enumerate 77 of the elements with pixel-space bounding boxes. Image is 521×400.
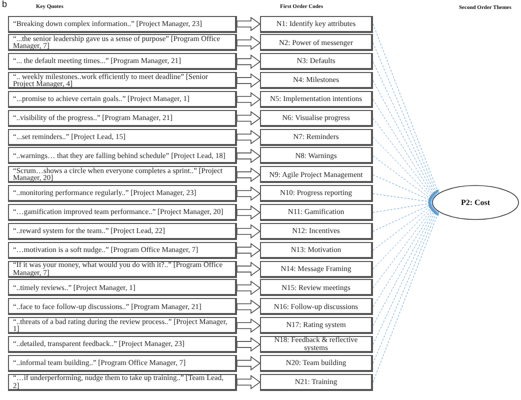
quote-box <box>8 185 237 202</box>
dashed-connector <box>372 204 433 232</box>
code-box <box>260 374 373 391</box>
code-box <box>260 110 373 127</box>
block-arrow <box>236 224 261 239</box>
quote-box <box>8 298 237 316</box>
quote-box <box>8 90 237 108</box>
dashed-connector <box>372 208 436 326</box>
block-arrow <box>236 148 261 164</box>
dashed-connector <box>372 207 435 307</box>
dashed-connector <box>372 136 434 200</box>
theme-ellipse <box>432 185 519 220</box>
quote-box <box>8 336 237 353</box>
code-box <box>260 128 373 146</box>
quote-box <box>8 110 237 127</box>
code-box <box>260 204 373 221</box>
quote-box <box>8 354 237 372</box>
code-box <box>260 147 373 164</box>
block-arrow <box>236 337 261 352</box>
code-box <box>260 166 373 184</box>
quote-box <box>8 16 237 32</box>
block-arrow <box>236 280 261 296</box>
dashed-connector <box>372 206 434 288</box>
block-arrow <box>236 318 261 333</box>
block-arrow <box>236 92 261 107</box>
quote-box <box>8 147 237 164</box>
quote-box <box>8 317 237 334</box>
code-box <box>260 354 373 372</box>
block-arrow <box>236 242 261 258</box>
dashed-connector <box>372 174 433 202</box>
dashed-connector <box>372 118 434 199</box>
quote-box <box>8 128 237 146</box>
block-arrow <box>236 356 261 371</box>
block-arrow <box>236 186 261 201</box>
dashed-connector <box>372 202 432 213</box>
dashed-connector <box>372 99 434 198</box>
block-arrow <box>236 262 261 276</box>
code-box <box>260 222 373 240</box>
panel-letter: b <box>2 0 8 10</box>
code-box <box>260 72 373 90</box>
quote-box <box>8 204 237 221</box>
block-arrow <box>236 73 261 88</box>
quote-box <box>8 374 237 391</box>
dashed-connector <box>372 193 432 203</box>
block-arrow <box>236 205 261 220</box>
code-box <box>260 185 373 202</box>
block-arrow <box>236 54 261 69</box>
code-box <box>260 317 373 334</box>
quote-box <box>8 72 237 90</box>
code-box <box>260 336 373 353</box>
quote-box <box>8 166 237 184</box>
code-box <box>260 298 373 316</box>
code-box <box>260 16 373 32</box>
code-box <box>260 279 373 296</box>
dashed-connector <box>372 206 434 270</box>
quote-box <box>8 222 237 240</box>
code-box <box>260 34 373 52</box>
quote-box <box>8 242 237 259</box>
code-box <box>260 90 373 108</box>
dashed-connector <box>372 204 433 250</box>
block-arrow <box>236 16 261 32</box>
quote-box <box>8 260 237 278</box>
code-box <box>260 53 373 70</box>
theme-label: P2: Cost <box>460 198 490 207</box>
block-arrow <box>236 299 261 314</box>
dashed-connector <box>372 80 436 197</box>
quote-box <box>8 34 237 52</box>
block-arrow <box>236 130 261 144</box>
block-arrow <box>236 110 261 126</box>
block-arrow <box>236 36 261 50</box>
code-box <box>260 260 373 278</box>
block-arrow <box>236 374 261 390</box>
quote-box <box>8 279 237 296</box>
dashed-connector <box>372 156 433 200</box>
code-box <box>260 242 373 259</box>
quote-box <box>8 53 237 70</box>
block-arrow <box>236 168 261 182</box>
